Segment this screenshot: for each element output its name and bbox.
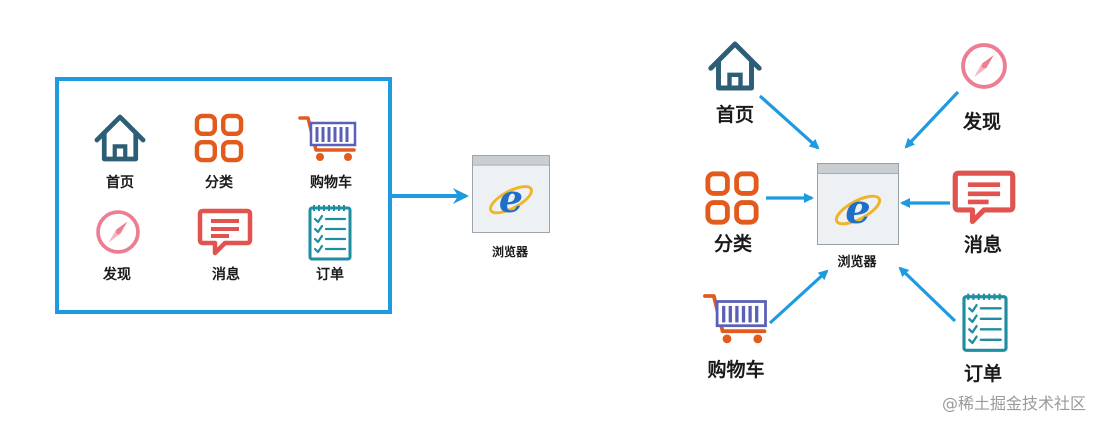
- label-cart: 购物车: [707, 359, 765, 381]
- category-grid-icon: [197, 116, 241, 160]
- label-discover: 发现: [962, 111, 1002, 133]
- cart-arrow: [768, 269, 829, 325]
- browser-icon: [471, 154, 551, 234]
- label-cart: 购物车: [310, 175, 352, 191]
- category-grid-icon: [708, 174, 756, 222]
- shopping-cart-icon: [703, 294, 768, 346]
- home-icon: [711, 44, 759, 88]
- label-browser: 浏览器: [491, 245, 529, 259]
- message-icon: [955, 173, 1013, 221]
- message-icon: [200, 211, 250, 253]
- label-category: 分类: [205, 175, 233, 191]
- label-category: 分类: [713, 233, 753, 255]
- order-arrow: [898, 266, 957, 323]
- shopping-cart-icon: [298, 116, 357, 163]
- browser-icon: [816, 162, 900, 246]
- label-browser: 浏览器: [837, 255, 877, 270]
- label-order: 订单: [963, 363, 1003, 385]
- label-home: 首页: [106, 175, 134, 191]
- order-list-icon: [308, 203, 352, 261]
- home-icon: [97, 117, 143, 159]
- label-order: 订单: [316, 267, 344, 283]
- label-discover: 发现: [103, 267, 131, 283]
- watermark: @稀土掘金技术社区: [941, 394, 1086, 413]
- label-message: 消息: [212, 267, 240, 283]
- order-list-icon: [962, 292, 1008, 352]
- label-message: 消息: [963, 234, 1003, 256]
- discover-arrow: [904, 90, 960, 149]
- label-home: 首页: [715, 104, 755, 126]
- compass-icon: [961, 43, 1007, 89]
- home-arrow: [758, 94, 820, 150]
- compass-icon: [96, 210, 140, 254]
